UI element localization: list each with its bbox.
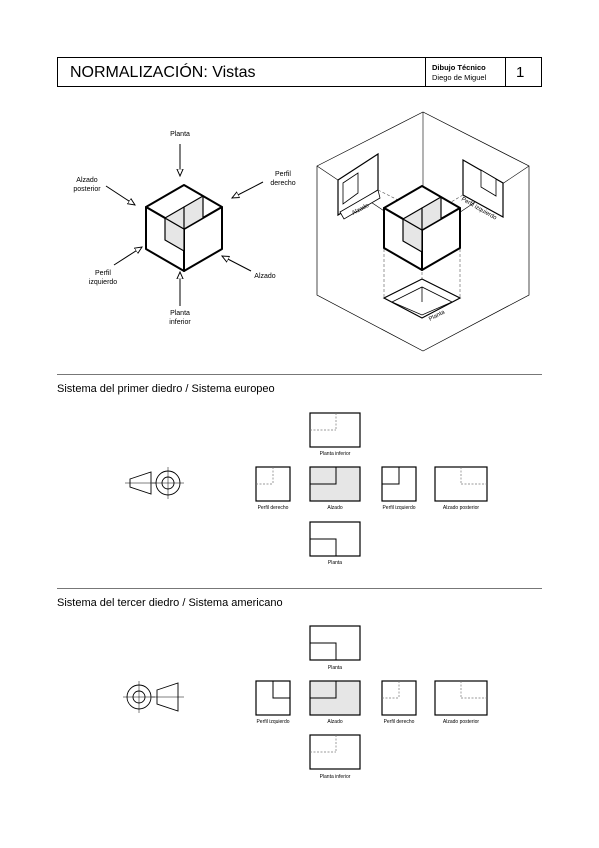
section2-view-labels: Planta Perfil izquierdo Alzado Perfil de…: [256, 665, 479, 780]
label-alzado: Alzado: [254, 273, 276, 280]
page-number: 1: [516, 64, 525, 81]
view-label: Alzado posterior: [443, 505, 479, 511]
label-alzado-posterior: posterior: [73, 186, 101, 193]
section2-views: [255, 625, 488, 770]
section1-view-labels: Planta inferior Perfil derecho Alzado Pe…: [258, 451, 480, 566]
arrow-alzado-posterior: [105, 185, 135, 205]
subject-label: Dibujo Técnico: [432, 63, 486, 72]
title-divider: [505, 58, 506, 86]
section-divider: [57, 374, 542, 375]
label-planta-inferior: inferior: [169, 319, 191, 326]
arrow-perfil-izquierdo: [113, 247, 142, 266]
page-title: NORMALIZACIÓN: Vistas: [70, 64, 256, 81]
label-perfil-izquierdo: izquierdo: [89, 279, 118, 286]
arrow-perfil-derecho: [232, 181, 264, 198]
isometric-object: [145, 184, 223, 272]
projection-box: [316, 111, 530, 352]
label-planta: Planta: [170, 131, 190, 138]
view-label: Perfil derecho: [258, 505, 289, 511]
title-block: NORMALIZACIÓN: Vistas Dibujo Técnico Die…: [57, 57, 542, 87]
label-perfil-derecho: Perfil: [275, 171, 291, 178]
view-label: Planta: [328, 560, 342, 566]
label-planta-inferior: Planta: [170, 310, 190, 317]
view-label: Perfil izquierdo: [382, 505, 415, 511]
view-label: Planta: [328, 665, 342, 671]
view-label: Alzado posterior: [443, 719, 479, 725]
direction-labels: Planta Perfil derecho Alzado posterior P…: [73, 131, 295, 326]
view-label: Planta inferior: [320, 451, 351, 457]
section-title-primer-diedro: Sistema del primer diedro / Sistema euro…: [57, 383, 275, 395]
section2-symbol: [123, 681, 184, 713]
label-perfil-derecho: derecho: [270, 180, 295, 187]
view-label: Alzado: [327, 505, 343, 511]
view-arrows: [105, 144, 264, 306]
section-title-tercer-diedro: Sistema del tercer diedro / Sistema amer…: [57, 597, 283, 609]
box-object: [383, 185, 461, 271]
section1-views: [255, 412, 488, 557]
view-label: Alzado: [327, 719, 343, 725]
arrow-alzado: [222, 256, 252, 272]
label-alzado-posterior: Alzado: [76, 177, 98, 184]
view-label: Planta inferior: [320, 774, 351, 780]
author-label: Diego de Miguel: [432, 73, 487, 82]
label-perfil-izquierdo: Perfil: [95, 270, 111, 277]
section-divider: [57, 588, 542, 589]
section1-symbol: [125, 467, 184, 499]
title-divider: [425, 58, 426, 86]
view-label: Perfil derecho: [384, 719, 415, 725]
view-label: Perfil izquierdo: [256, 719, 289, 725]
